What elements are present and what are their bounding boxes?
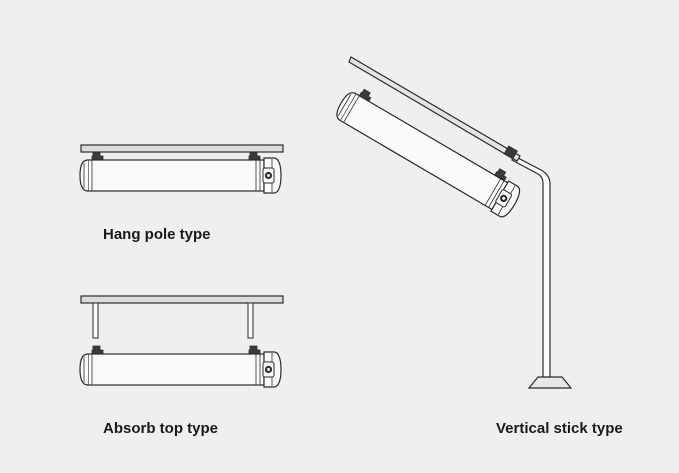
ceiling-plate	[80, 295, 284, 304]
pole-base	[527, 376, 573, 389]
inclined-arm	[348, 56, 521, 162]
tube-light-fixture	[79, 345, 282, 388]
absorb-top-type-diagram	[79, 295, 284, 388]
hang-pole-type-diagram	[79, 144, 284, 194]
vertical-stick-type-diagram	[331, 56, 573, 389]
caption-hang-pole-type: Hang pole type	[103, 226, 211, 243]
caption-vertical-stick-type: Vertical stick type	[496, 420, 623, 437]
suspension-rod	[92, 302, 99, 339]
tube-light-fixture	[79, 151, 282, 194]
arm-joint	[503, 145, 518, 160]
caption-absorb-top-type: Absorb top type	[103, 420, 218, 437]
ceiling-plate	[80, 144, 284, 153]
suspension-rod	[247, 302, 254, 339]
